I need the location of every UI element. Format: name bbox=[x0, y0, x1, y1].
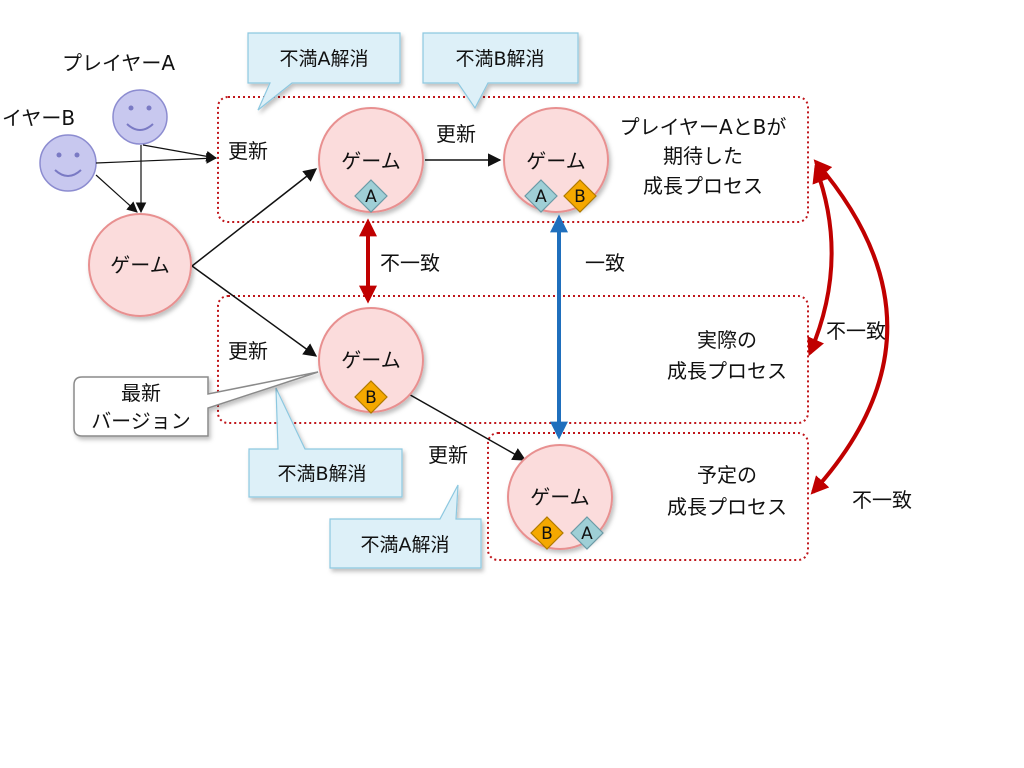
badge-a-topright: A bbox=[524, 179, 558, 213]
badge-a-top: A bbox=[354, 179, 388, 213]
svg-text:B: B bbox=[365, 388, 377, 408]
actual-process-line2: 成長プロセス bbox=[667, 359, 787, 383]
arrow-playerb-to-update bbox=[95, 153, 218, 164]
bubble-bottom-a-text: 不満A解消 bbox=[361, 534, 450, 556]
bubble-top-a bbox=[247, 32, 401, 111]
game-node-actual-label: ゲーム bbox=[341, 348, 400, 372]
svg-text:A: A bbox=[365, 187, 377, 207]
planned-process-line1: 予定の bbox=[697, 463, 757, 487]
game-node-start bbox=[88, 213, 192, 317]
mismatch-label-right-2: 不一致 bbox=[852, 488, 912, 512]
bubble-bottom-a bbox=[329, 484, 482, 569]
player-a-face-icon bbox=[112, 89, 168, 145]
bubble-mid-b-text: 不満B解消 bbox=[277, 463, 366, 485]
game-node-start-label: ゲーム bbox=[110, 253, 169, 277]
svg-text:B: B bbox=[574, 187, 586, 207]
mismatch-label-right-1: 不一致 bbox=[826, 319, 886, 343]
actual-process-frame bbox=[217, 295, 809, 424]
player-b-label: イヤーB bbox=[2, 106, 75, 130]
arrow-game-to-actual bbox=[191, 265, 318, 357]
game-node-topright-label: ゲーム bbox=[526, 149, 585, 173]
badge-a-planned: A bbox=[570, 516, 604, 550]
latest-version-line1: 最新 bbox=[121, 381, 161, 405]
player-a-label: プレイヤーA bbox=[62, 51, 175, 75]
svg-text:B: B bbox=[541, 524, 553, 544]
match-label: 一致 bbox=[585, 251, 625, 275]
badge-b-actual: B bbox=[354, 380, 388, 414]
arrow-playerb-to-game bbox=[95, 174, 138, 213]
game-node-planned-label: ゲーム bbox=[530, 485, 589, 509]
bubble-mid-b bbox=[248, 387, 403, 498]
actual-process-line1: 実際の bbox=[697, 328, 757, 352]
expected-process-line2: 期待した bbox=[663, 144, 743, 168]
bubble-top-b bbox=[422, 32, 579, 110]
expected-process-frame bbox=[217, 96, 809, 223]
planned-process-frame bbox=[487, 432, 809, 561]
mismatch-label-center: 不一致 bbox=[380, 251, 440, 275]
latest-version-callout bbox=[73, 371, 319, 437]
arrow-playera-to-update bbox=[142, 144, 218, 162]
bubble-top-b-text: 不満B解消 bbox=[455, 48, 544, 70]
expected-process-line1: プレイヤーAとBが bbox=[620, 115, 787, 139]
planned-process-line2: 成長プロセス bbox=[667, 495, 787, 519]
arrow-game-to-top bbox=[191, 168, 318, 267]
latest-version-line2: バージョン bbox=[91, 409, 191, 433]
update-label-2: 更新 bbox=[436, 122, 476, 146]
game-node-top-label: ゲーム bbox=[341, 149, 400, 173]
expected-process-line3: 成長プロセス bbox=[643, 174, 763, 198]
update-label-1: 更新 bbox=[228, 139, 268, 163]
badge-b-planned: B bbox=[530, 516, 564, 550]
badge-b-topright: B bbox=[563, 179, 597, 213]
svg-text:A: A bbox=[535, 187, 547, 207]
svg-text:A: A bbox=[581, 524, 593, 544]
update-label-4: 更新 bbox=[428, 443, 468, 467]
arrow-actual-to-planned bbox=[404, 391, 527, 461]
bubble-top-a-text: 不満A解消 bbox=[280, 48, 369, 70]
update-label-3: 更新 bbox=[228, 339, 268, 363]
mismatch-arrow-expected-planned bbox=[810, 159, 890, 495]
player-b-face-icon bbox=[39, 134, 97, 192]
